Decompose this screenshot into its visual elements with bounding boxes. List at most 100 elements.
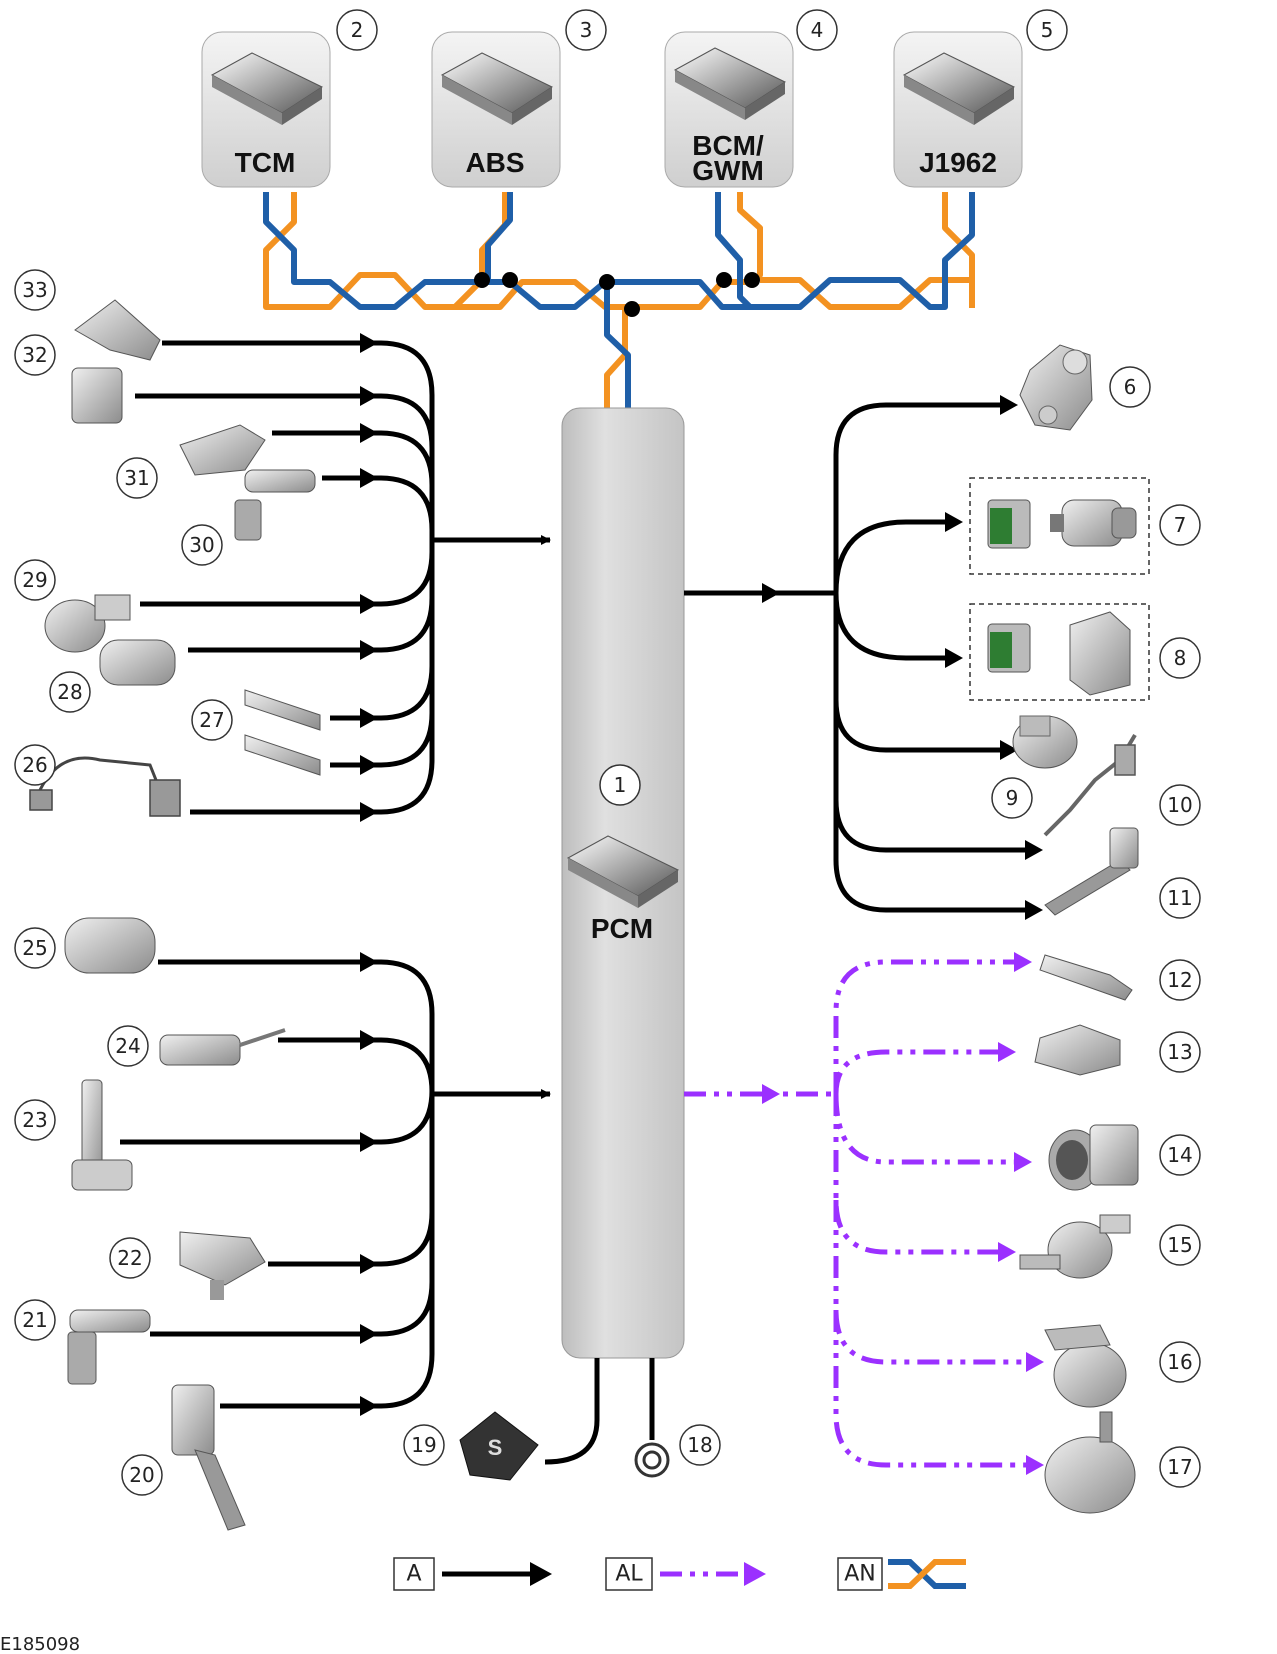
pcm-module: 1 PCM (562, 408, 684, 1358)
callout-number: 1 (614, 773, 627, 797)
solenoid-valve-component (1020, 1215, 1130, 1278)
can-line-blue (266, 192, 972, 410)
can-junction (716, 272, 732, 288)
callout-26: 26 (15, 745, 55, 785)
callout-19: 19 (404, 1425, 444, 1465)
svg-text:24: 24 (115, 1034, 140, 1058)
svg-text:14: 14 (1167, 1143, 1192, 1167)
svg-text:32: 32 (22, 343, 47, 367)
callout-number: 4 (811, 18, 824, 42)
output-harness-lin (684, 962, 1030, 1465)
svg-text:S: S (488, 1435, 503, 1460)
actuator-component (1045, 1325, 1126, 1407)
callout-13: 13 (1160, 1032, 1200, 1072)
lin-module-component (1035, 1025, 1120, 1075)
svg-text:23: 23 (22, 1108, 47, 1132)
module-j1962: J1962 5 (894, 10, 1067, 187)
injector-27-component (245, 690, 320, 775)
callout-16: 16 (1160, 1342, 1200, 1382)
legend-can: AN (838, 1558, 966, 1590)
callout-10: 10 (1160, 785, 1200, 825)
legend: A AL AN (394, 1558, 966, 1590)
callout-30: 30 (182, 525, 222, 565)
callout-7: 7 (1160, 505, 1200, 545)
module-label: ABS (465, 147, 524, 178)
maf-sensor-25-component (65, 918, 155, 973)
ground-eyelet-18-component (636, 1444, 668, 1476)
module-abs: ABS 3 (432, 10, 606, 187)
sensor-probe-component (1040, 955, 1132, 1000)
coolant-valve-component (1020, 345, 1092, 430)
relay-component (988, 624, 1030, 672)
fuse-19-component: S (460, 1412, 538, 1480)
callout-6: 6 (1110, 367, 1150, 407)
legend-label: AL (615, 1562, 643, 1587)
callout-8: 8 (1160, 638, 1200, 678)
temp-sensor-24-component (160, 1030, 285, 1065)
legend-label: AN (844, 1562, 876, 1587)
module-tcm: TCM 2 (202, 10, 377, 187)
throttle-body-component (1049, 1125, 1138, 1190)
callout-number: 5 (1041, 18, 1054, 42)
callout-11: 11 (1160, 878, 1200, 918)
callout-32: 32 (15, 335, 55, 375)
svg-text:25: 25 (22, 936, 47, 960)
legend-label: A (406, 1562, 421, 1587)
svg-text:20: 20 (129, 1463, 154, 1487)
svg-text:12: 12 (1167, 968, 1192, 992)
callout-9: 9 (992, 778, 1032, 818)
module-label: J1962 (919, 147, 997, 178)
callout-number: 2 (351, 18, 364, 42)
callout-15: 15 (1160, 1225, 1200, 1265)
level-sensor-23-component (72, 1080, 132, 1190)
svg-text:22: 22 (117, 1246, 142, 1270)
callout-number: 3 (580, 18, 593, 42)
svg-text:18: 18 (687, 1433, 712, 1457)
svg-text:17: 17 (1167, 1455, 1192, 1479)
callout-21: 21 (15, 1300, 55, 1340)
module-label: TCM (235, 147, 296, 178)
svg-text:6: 6 (1124, 375, 1137, 399)
sensor-22-component (180, 1232, 265, 1300)
pump-actuator-component (1045, 1412, 1135, 1513)
can-junction (502, 272, 518, 288)
callout-14: 14 (1160, 1135, 1200, 1175)
svg-text:26: 26 (22, 753, 47, 777)
svg-text:7: 7 (1174, 513, 1187, 537)
svg-text:30: 30 (189, 533, 214, 557)
svg-text:8: 8 (1174, 646, 1187, 670)
input-harness-top (135, 343, 550, 812)
input-arrowheads-top (360, 333, 378, 822)
sensor-33-component (75, 300, 160, 360)
legend-hardwired: A (394, 1558, 552, 1590)
can-junction (599, 274, 615, 290)
callout-27: 27 (192, 700, 232, 740)
callout-31: 31 (117, 458, 157, 498)
callout-20: 20 (122, 1455, 162, 1495)
svg-text:9: 9 (1006, 786, 1019, 810)
svg-text:31: 31 (124, 466, 149, 490)
svg-text:21: 21 (22, 1308, 47, 1332)
callout-33: 33 (15, 270, 55, 310)
svg-text:11: 11 (1167, 886, 1192, 910)
svg-text:29: 29 (22, 568, 47, 592)
callout-24: 24 (108, 1026, 148, 1066)
can-junction (744, 272, 760, 288)
svg-text:33: 33 (22, 278, 47, 302)
svg-text:10: 10 (1167, 793, 1192, 817)
module-label: GWM (692, 155, 764, 186)
pcm-power-ground-wires (545, 1358, 652, 1462)
sensor-21-component (68, 1310, 150, 1384)
callout-12: 12 (1160, 960, 1200, 1000)
sensor-32-component (72, 368, 122, 423)
svg-text:28: 28 (57, 680, 82, 704)
sensor-31-component (180, 425, 265, 475)
can-network (266, 192, 972, 410)
pcm-label: PCM (591, 913, 653, 944)
callout-17: 17 (1160, 1447, 1200, 1487)
can-junction (624, 301, 640, 317)
callout-23: 23 (15, 1100, 55, 1140)
control-module-component (1070, 612, 1130, 695)
sensor-28-component (100, 640, 175, 685)
